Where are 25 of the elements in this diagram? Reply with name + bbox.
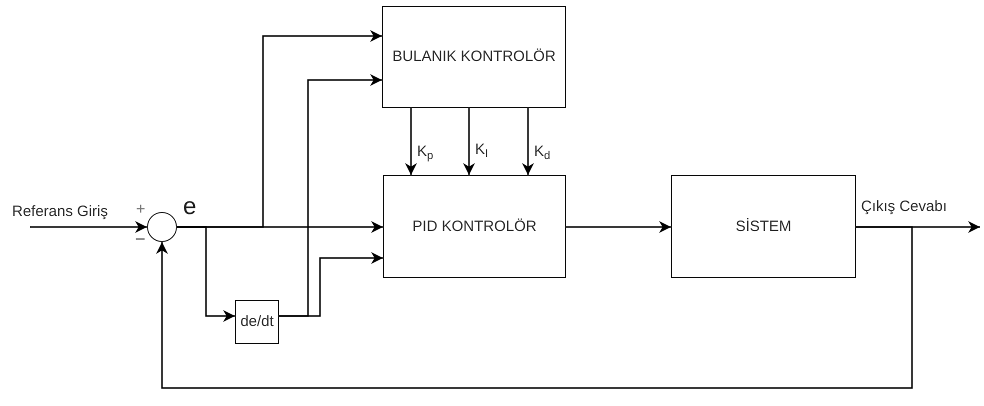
arrow xyxy=(566,221,671,233)
block-label: de/dt xyxy=(239,312,275,332)
block-label: BULANIK KONTROLÖR xyxy=(391,47,557,67)
edge-label: Referans Giriş xyxy=(12,203,108,221)
arrow xyxy=(463,108,475,175)
edge-label: K$_{p}$ xyxy=(417,143,434,161)
block-label: SİSTEM xyxy=(734,216,792,236)
signal-label: e xyxy=(183,195,196,219)
block-label: PID KONTROLÖR xyxy=(411,216,538,236)
arrow xyxy=(177,226,235,322)
edge-label: Çıkış Cevabı xyxy=(861,198,947,216)
block-box xyxy=(671,175,856,278)
arrow xyxy=(522,108,534,175)
block-box xyxy=(383,175,566,278)
plus-sign: + xyxy=(136,202,146,218)
arrow xyxy=(156,226,913,389)
summing-junction xyxy=(147,212,177,242)
edge-label: K$_{I}$ xyxy=(475,141,488,159)
block-box xyxy=(382,6,566,108)
arrow xyxy=(405,108,417,175)
arrow xyxy=(30,221,147,233)
minus-sign: − xyxy=(135,230,146,248)
block-box xyxy=(235,300,279,344)
arrow xyxy=(279,252,383,317)
edge-label: K$_{d}$ xyxy=(534,143,550,161)
